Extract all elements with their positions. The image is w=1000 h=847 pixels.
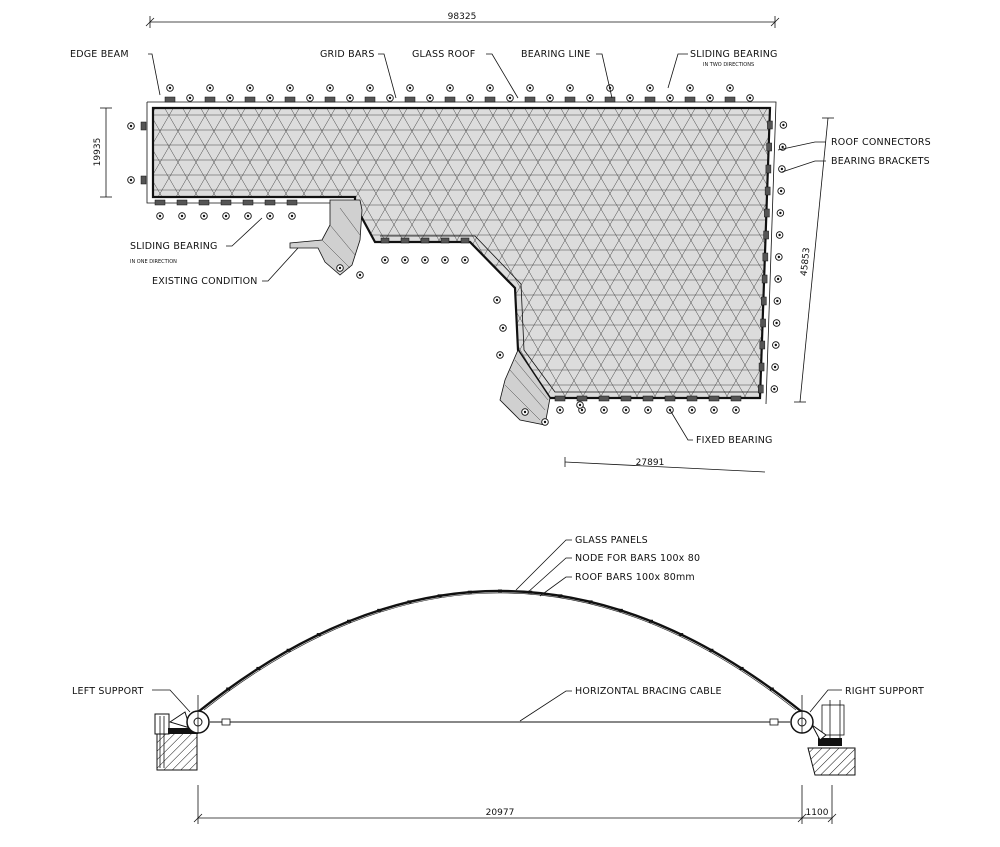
label-left-support: LEFT SUPPORT bbox=[72, 686, 143, 697]
dim-bottom-width: 27891 bbox=[564, 457, 766, 473]
label-right-support: RIGHT SUPPORT bbox=[845, 686, 924, 697]
label-grid-bars: GRID BARS bbox=[320, 49, 375, 60]
label-sliding-bearing-left: SLIDING BEARING bbox=[130, 241, 218, 252]
label-roof-bars: ROOF BARS 100x 80mm bbox=[575, 572, 695, 583]
arch-nodes bbox=[226, 589, 774, 691]
label-sliding-bearing-left-sub: IN ONE DIRECTION bbox=[130, 259, 177, 265]
dim-bottom-width-text: 27891 bbox=[636, 458, 665, 468]
dim-right-height: 45853 bbox=[794, 117, 834, 403]
label-sliding-bearing-top-sub: IN TWO DIRECTIONS bbox=[703, 62, 754, 68]
dim-left-height-text: 19935 bbox=[93, 138, 103, 167]
bearing-symbols bbox=[127, 84, 788, 426]
dim-left-height: 19935 bbox=[93, 107, 112, 198]
dim-span-text: 20977 bbox=[486, 808, 515, 818]
plan-leaders bbox=[148, 53, 826, 441]
plan-view: 98325 19935 45853 27891 bbox=[70, 12, 931, 473]
label-edge-beam: EDGE BEAM bbox=[70, 49, 129, 60]
dim-top-width-text: 98325 bbox=[448, 12, 477, 22]
existing-condition-outline bbox=[289, 199, 551, 426]
dim-offset-text: 1100 bbox=[806, 808, 829, 818]
label-node-for-bars: NODE FOR BARS 100x 80 bbox=[575, 553, 700, 564]
left-support-detail bbox=[154, 695, 210, 771]
label-existing-condition: EXISTING CONDITION bbox=[152, 276, 258, 287]
section-view: GLASS PANELS NODE FOR BARS 100x 80 ROOF … bbox=[72, 535, 924, 824]
label-sliding-bearing-top: SLIDING BEARING bbox=[690, 49, 778, 60]
dim-top-width: 98325 bbox=[145, 12, 780, 28]
label-bearing-line: BEARING LINE bbox=[521, 49, 591, 60]
label-glass-roof: GLASS ROOF bbox=[412, 49, 475, 60]
label-horizontal-bracing-cable: HORIZONTAL BRACING CABLE bbox=[575, 686, 722, 697]
dim-right-height-text: 45853 bbox=[800, 247, 813, 277]
edge-beam-outline bbox=[151, 106, 772, 400]
dim-span: 20977 1100 bbox=[193, 785, 837, 824]
right-support-detail bbox=[790, 695, 856, 776]
label-bearing-brackets: BEARING BRACKETS bbox=[831, 156, 930, 167]
section-leaders bbox=[152, 539, 842, 722]
label-fixed-bearing: FIXED BEARING bbox=[696, 435, 773, 446]
label-glass-panels: GLASS PANELS bbox=[575, 535, 648, 546]
label-roof-connectors: ROOF CONNECTORS bbox=[831, 137, 931, 148]
